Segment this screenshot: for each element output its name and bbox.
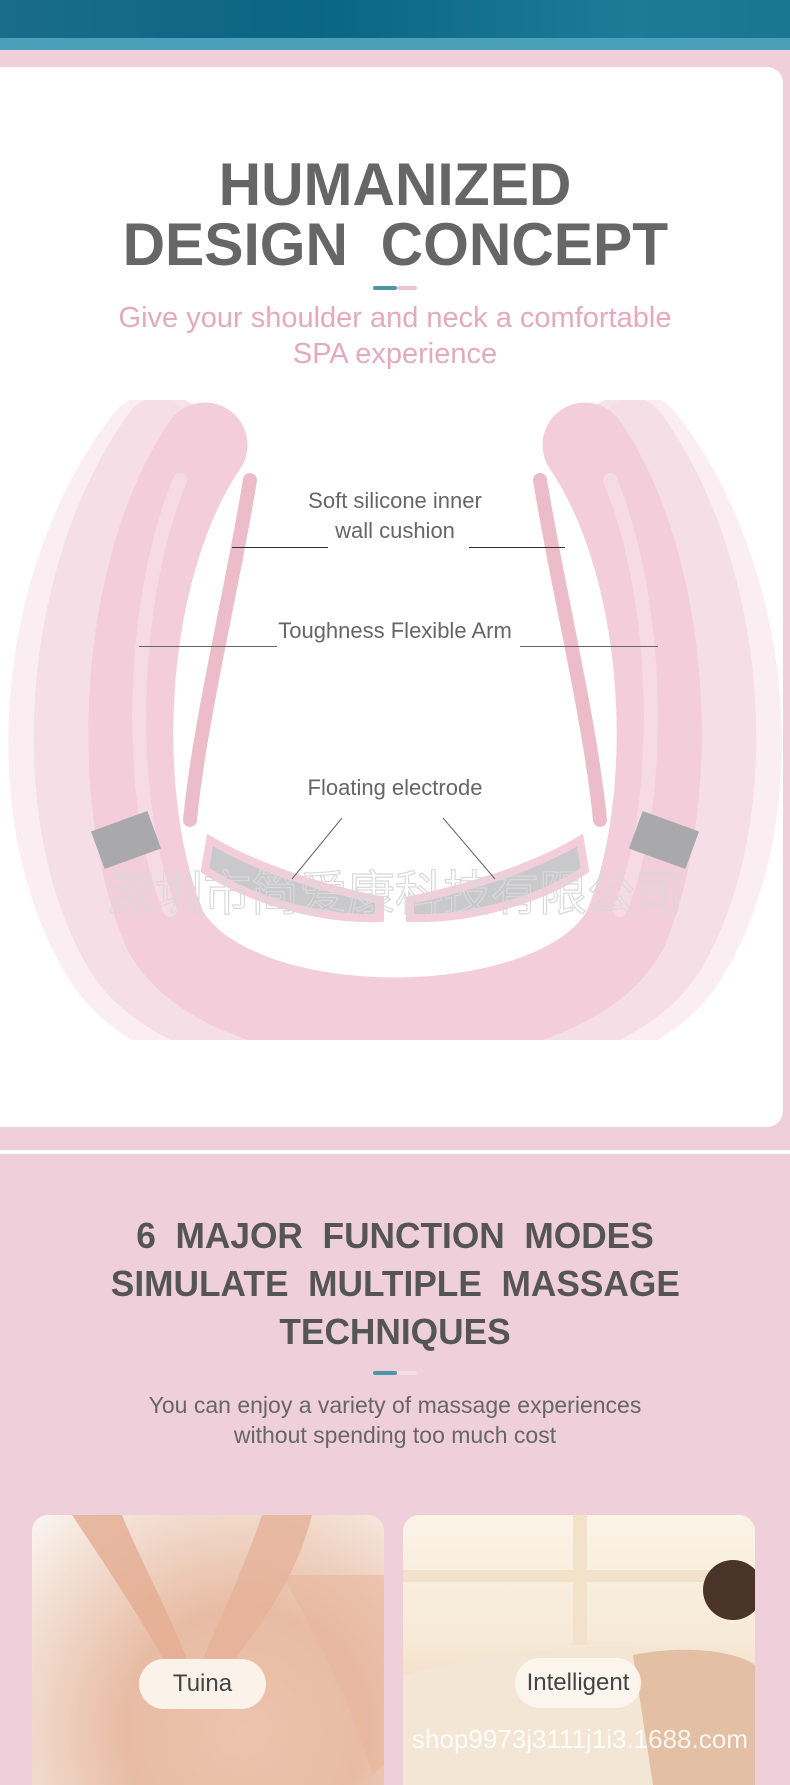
silver-band-right — [628, 810, 700, 870]
section1-divider — [373, 286, 417, 290]
device-body — [88, 402, 702, 1040]
company-watermark: 深圳市简爱康科技有限公司 — [107, 866, 683, 922]
section2-title-line3: TECHNIQUES — [279, 1311, 511, 1352]
top-band — [0, 38, 790, 50]
section-separator — [0, 1150, 790, 1154]
device-body-highlight — [132, 473, 187, 917]
massage-hands-image — [72, 1515, 384, 1775]
label-cushion-line2: wall cushion — [335, 518, 455, 543]
mode-label-tuina: Tuina — [139, 1659, 266, 1709]
label-flexible-arm: Toughness Flexible Arm — [278, 618, 512, 643]
shop-watermark: shop9973j3111j1i3.1688.com — [412, 1724, 748, 1754]
cushion-left — [183, 473, 257, 827]
top-banner — [0, 0, 790, 38]
spa-woman-image — [403, 1515, 755, 1785]
cushion-right — [533, 473, 607, 827]
device-body-highlight-right — [603, 473, 658, 917]
mode-label-intelligent: Intelligent — [515, 1658, 641, 1708]
section2-title-line2: SIMULATE MULTIPLE MASSAGE — [110, 1263, 680, 1304]
cushion-pointer-left — [232, 547, 328, 548]
section1-title-line1: HUMANIZED — [218, 151, 572, 218]
electrode-pointers — [291, 817, 496, 880]
section2-title-line1: 6 MAJOR FUNCTION MODES — [136, 1215, 654, 1256]
section2-divider — [373, 1371, 417, 1375]
section1-subtitle-line1: Give your shoulder and neck a comfortabl… — [118, 302, 672, 334]
label-cushion-line1: Soft silicone inner — [308, 488, 482, 513]
label-floating-electrode: Floating electrode — [307, 775, 483, 800]
cushion-pointer-right — [469, 547, 565, 548]
device-ghost-2 — [33, 400, 757, 1040]
arm-pointer-right — [520, 646, 658, 647]
section1-title-line2: DESIGN CONCEPT — [122, 211, 668, 278]
section1-subtitle-line2: SPA experience — [292, 338, 498, 370]
electrode-right — [406, 833, 590, 923]
arm-pointer-left — [139, 646, 277, 647]
mode-card-tuina[interactable]: Tuina — [32, 1515, 384, 1785]
silver-band-left — [90, 810, 162, 870]
mode-card-intelligent[interactable]: Intelligent — [403, 1515, 755, 1785]
section2-subtitle-line2: without spending too much cost — [233, 1422, 557, 1448]
section2-subtitle-line1: You can enjoy a variety of massage exper… — [148, 1392, 642, 1418]
